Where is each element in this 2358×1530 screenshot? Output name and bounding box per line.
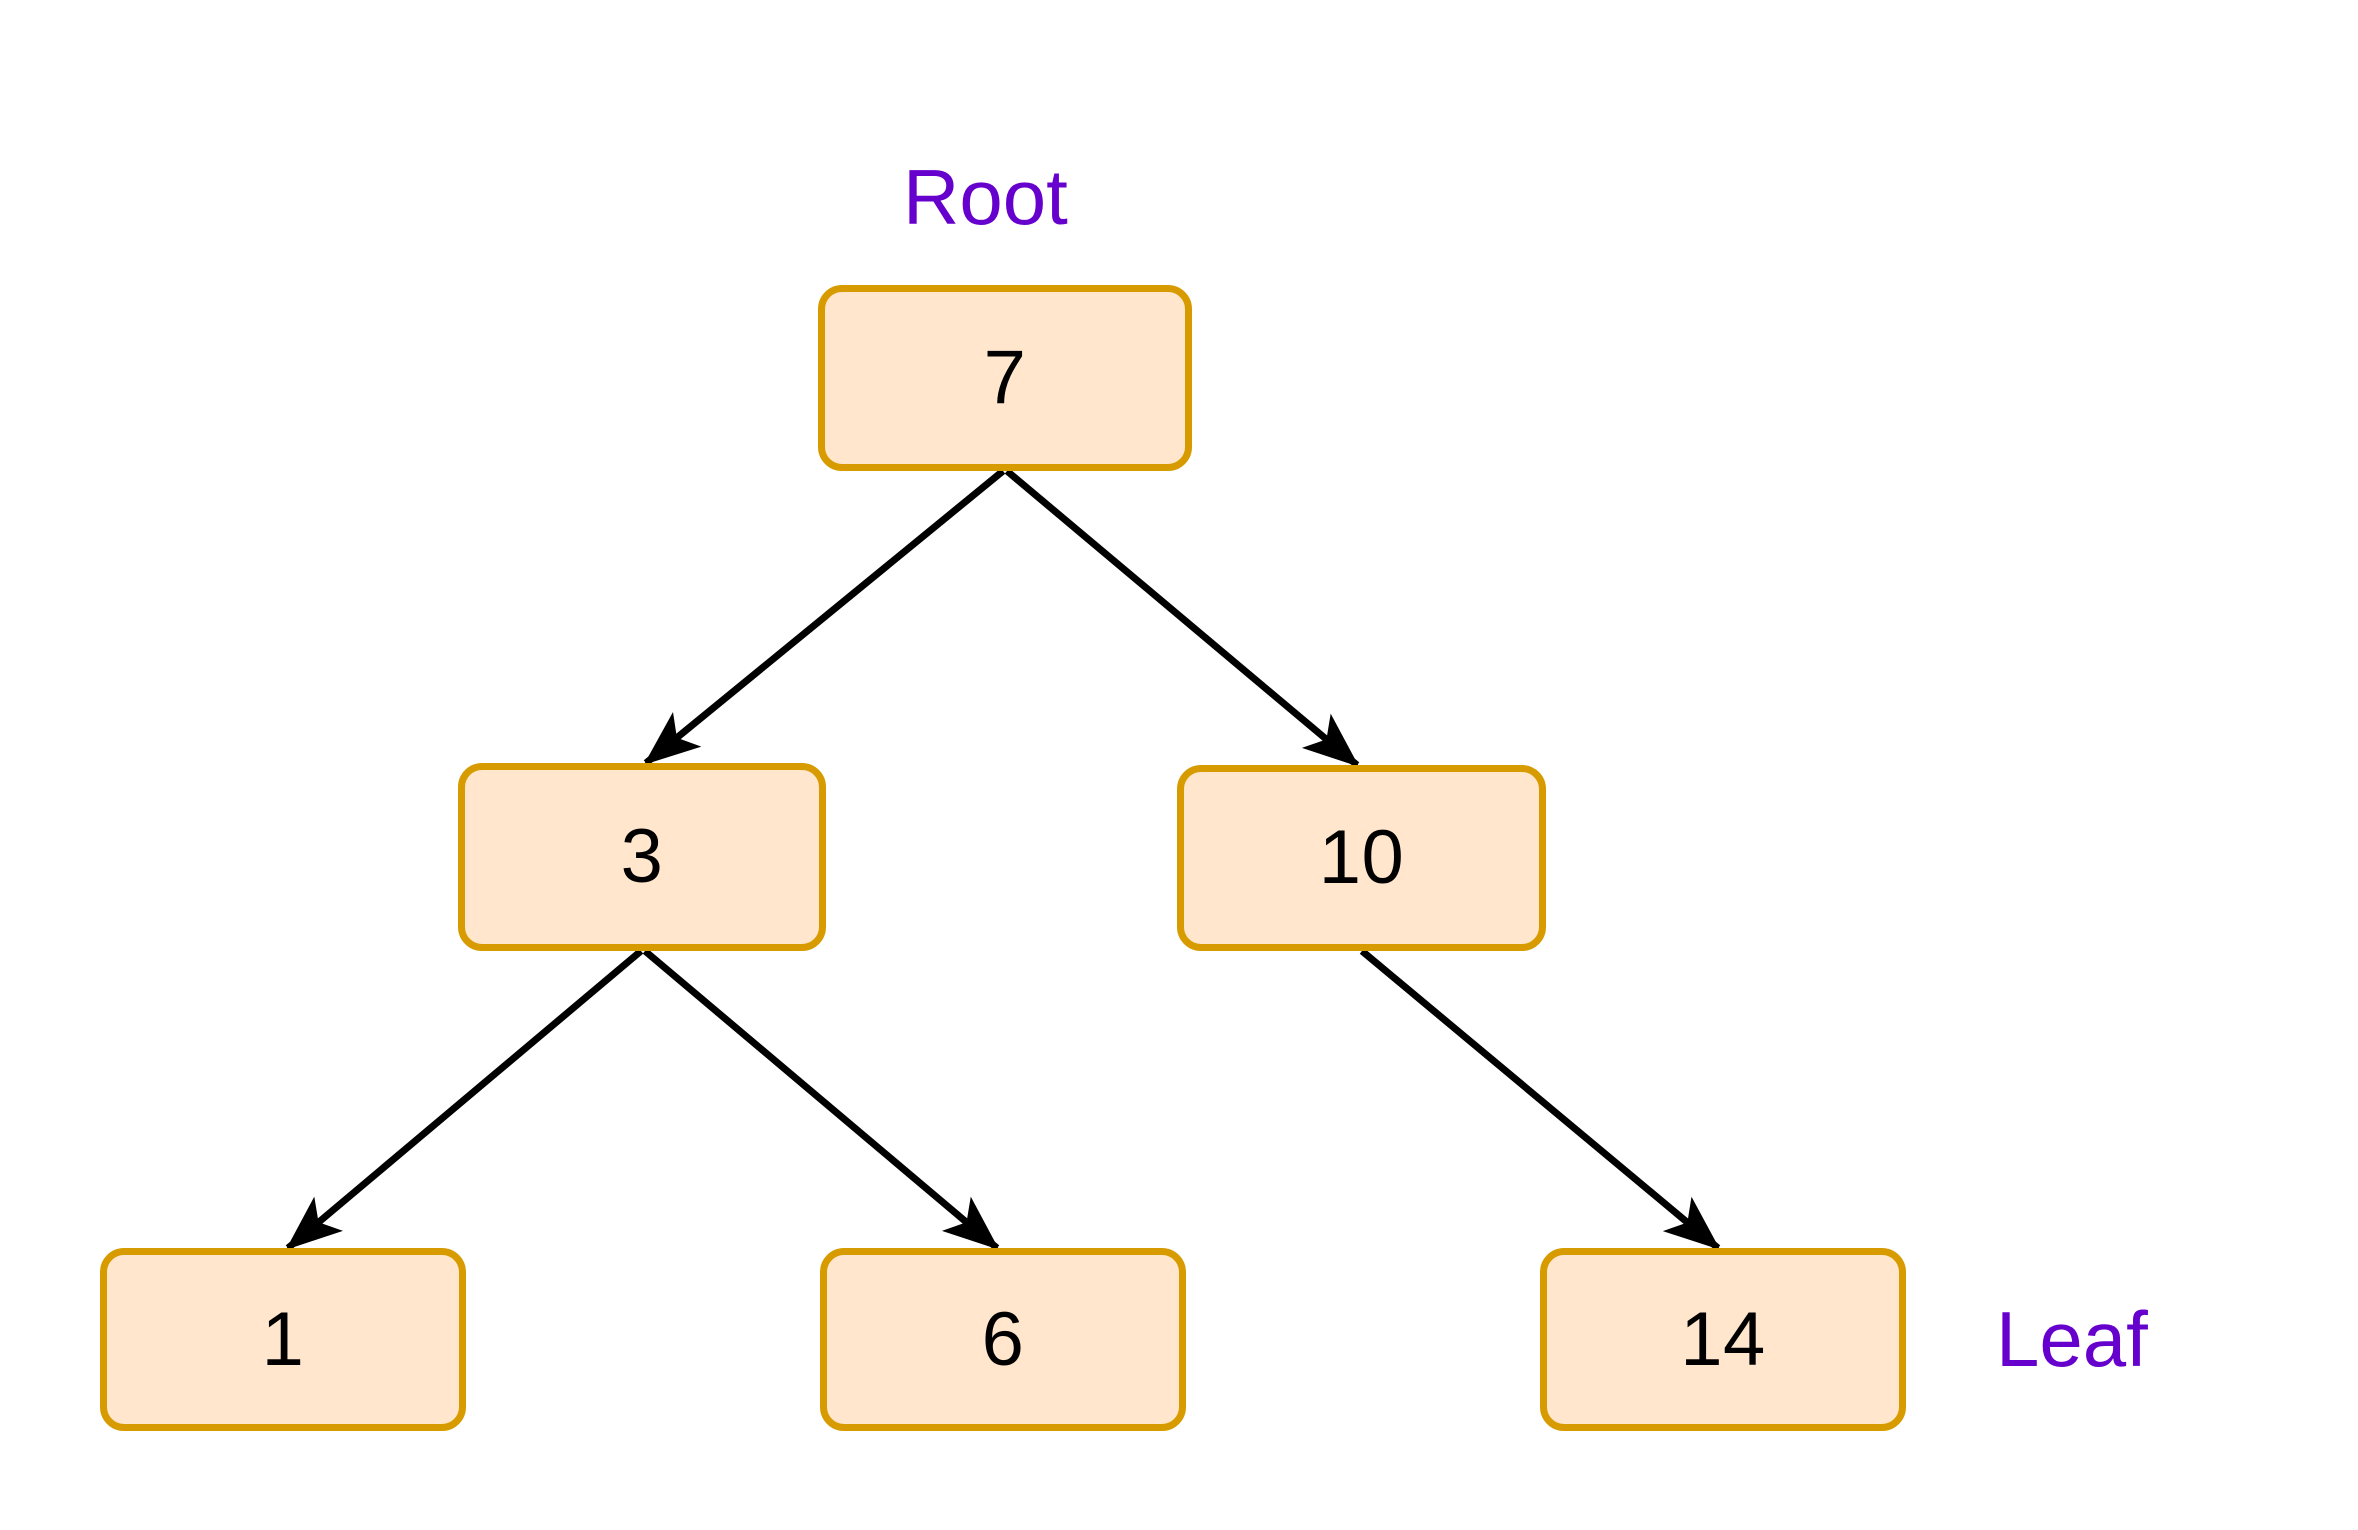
tree-edge-n10-to-n14 xyxy=(1359,948,1721,1251)
tree-edge-n3-to-n1 xyxy=(285,948,644,1251)
tree-node-value: 14 xyxy=(1680,1296,1766,1382)
tree-node-14[interactable]: 14 xyxy=(1540,1248,1906,1431)
tree-node-value: 1 xyxy=(261,1296,305,1382)
tree-node-3[interactable]: 3 xyxy=(458,763,826,951)
tree-node-value: 7 xyxy=(983,335,1027,420)
tree-node-10[interactable]: 10 xyxy=(1177,765,1546,951)
tree-node-value: 3 xyxy=(620,814,664,899)
tree-edges xyxy=(285,468,1721,1251)
tree-node-6[interactable]: 6 xyxy=(820,1248,1186,1431)
root-label: Root xyxy=(903,153,1068,241)
tree-node-value: 10 xyxy=(1318,815,1405,900)
tree-edge-n7-to-n10 xyxy=(1004,468,1360,768)
tree-node-7[interactable]: 7 xyxy=(818,285,1192,471)
tree-node-1[interactable]: 1 xyxy=(100,1248,466,1431)
tree-node-value: 6 xyxy=(981,1296,1025,1382)
leaf-label: Leaf xyxy=(1996,1295,2148,1383)
tree-edge-n7-to-n3 xyxy=(643,468,1006,766)
tree-edge-n3-to-n6 xyxy=(642,948,1000,1251)
